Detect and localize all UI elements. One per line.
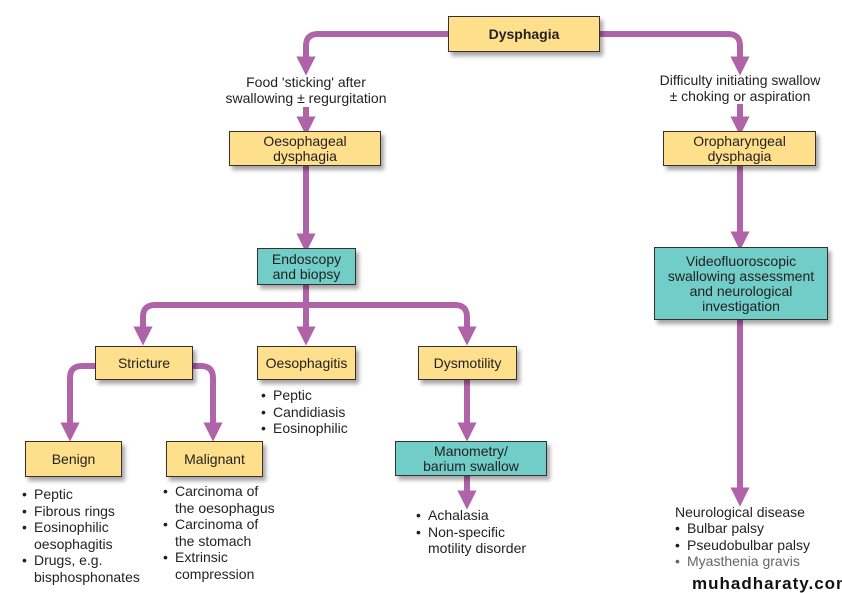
connector	[133, 302, 156, 346]
list-item: Peptic	[261, 387, 348, 404]
neurological-list: Bulbar palsy Pseudobulbar palsy Myasthen…	[675, 520, 810, 570]
stricture-box: Stricture	[95, 346, 193, 380]
neurological-disease-label: Neurological disease	[675, 504, 805, 520]
list-item: Drugs, e.g.bisphosphonates	[22, 552, 140, 585]
list-item: Myasthenia gravis	[675, 553, 810, 570]
benign-box: Benign	[25, 441, 122, 477]
connector	[193, 363, 223, 442]
oesophageal-criterion: Food 'sticking' after swallowing ± regur…	[196, 74, 416, 106]
connector	[60, 363, 95, 442]
box-line: Oropharyngeal	[693, 132, 786, 149]
dysmotility-box: Dysmotility	[418, 346, 517, 380]
oesophagitis-box: Oesophagitis	[257, 346, 356, 380]
list-item: Candidiasis	[261, 404, 348, 421]
box-line: dysphagia	[707, 147, 772, 164]
malignant-box: Malignant	[166, 441, 263, 477]
list-item: Bulbar palsy	[675, 520, 810, 537]
box-label: Malignant	[184, 450, 245, 467]
box-line: swallowing assessment	[667, 267, 815, 284]
list-item: Achalasia	[416, 507, 526, 524]
videofluoroscopic-box: Videofluoroscopic swallowing assessment …	[654, 247, 828, 320]
watermark: muhadharaty.com	[692, 574, 842, 593]
box-label: Dysmotility	[433, 354, 502, 371]
box-line: investigation	[702, 297, 780, 314]
box-line: and biopsy	[272, 265, 341, 282]
criterion-line: ± choking or aspiration	[669, 88, 811, 104]
criterion-line: Difficulty initiating swallow	[659, 72, 821, 88]
box-label: Oesophagitis	[265, 354, 348, 371]
box-label: Stricture	[117, 354, 171, 371]
box-label: Benign	[51, 450, 96, 467]
manometry-box: Manometry/barium swallow	[395, 441, 547, 476]
oesophagitis-list: Peptic Candidiasis Eosinophilic	[261, 387, 348, 437]
list-item: Fibrous rings	[22, 503, 140, 520]
benign-list: Peptic Fibrous rings Eosinophilicoesopha…	[22, 486, 140, 585]
box-line: and neurological	[689, 282, 793, 299]
box-line: Manometry/	[434, 442, 508, 459]
criterion-line: swallowing ± regurgitation	[225, 90, 387, 106]
connector	[155, 302, 477, 346]
criterion-line: Food 'sticking' after	[246, 74, 366, 90]
oropharyngeal-criterion: Difficulty initiating swallow ± choking …	[630, 72, 842, 104]
connector	[296, 31, 448, 76]
connector	[600, 31, 750, 76]
dysphagia-box: Dysphagia	[448, 16, 600, 52]
box-line: barium swallow	[423, 457, 519, 474]
list-item: Peptic	[22, 486, 140, 503]
box-line: Endoscopy	[271, 250, 342, 267]
list-item: Eosinophilic	[261, 420, 348, 437]
box-line: dysphagia	[273, 147, 337, 164]
box-line: Oesophageal	[263, 132, 347, 149]
box-line: Videofluoroscopic	[685, 252, 797, 269]
dysphagia-label: Dysphagia	[488, 25, 560, 42]
list-item: Pseudobulbar palsy	[675, 537, 810, 554]
